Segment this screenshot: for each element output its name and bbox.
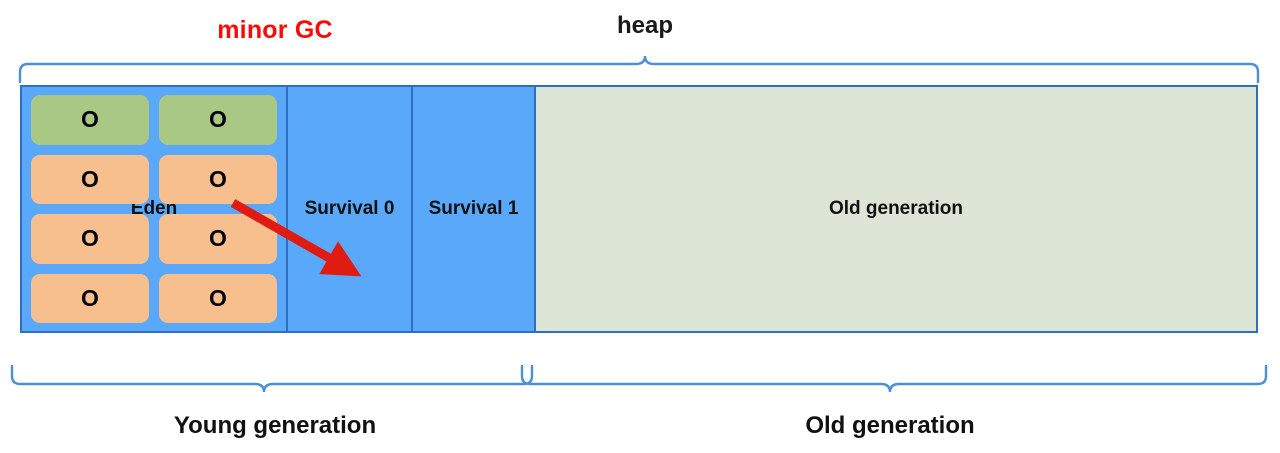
old-generation-label: Old generation bbox=[828, 198, 964, 219]
eden-object[interactable]: O bbox=[31, 273, 149, 323]
heap-brace bbox=[18, 55, 1260, 84]
eden-object[interactable]: O bbox=[159, 214, 277, 264]
young-generation-label: Young generation bbox=[173, 412, 377, 439]
old-generation-region[interactable]: Old generation bbox=[536, 87, 1256, 331]
eden-object[interactable]: O bbox=[159, 273, 277, 323]
eden-object[interactable]: O bbox=[159, 95, 277, 145]
eden-object[interactable]: O bbox=[31, 154, 149, 204]
old-generation-bottom-label: Old generation bbox=[805, 412, 975, 439]
survivor-0-region[interactable]: Survival 0 bbox=[288, 87, 413, 331]
eden-object[interactable]: O bbox=[31, 95, 149, 145]
minor-gc-label: minor GC bbox=[217, 16, 333, 44]
heap-label: heap bbox=[616, 12, 673, 39]
young-generation-brace bbox=[10, 364, 534, 393]
eden-object[interactable]: O bbox=[31, 214, 149, 264]
eden-object-grid: O O O O O O O O bbox=[31, 95, 277, 323]
survivor-0-label: Survival 0 bbox=[304, 198, 395, 219]
eden-object[interactable]: O bbox=[159, 154, 277, 204]
survivor-1-label: Survival 1 bbox=[428, 198, 519, 219]
eden-region[interactable]: Eden O O O O O O O O bbox=[22, 87, 288, 331]
heap-container: Eden O O O O O O O O Survival 0 Survival… bbox=[20, 85, 1258, 333]
survivor-1-region[interactable]: Survival 1 bbox=[413, 87, 536, 331]
old-generation-brace bbox=[520, 364, 1268, 393]
